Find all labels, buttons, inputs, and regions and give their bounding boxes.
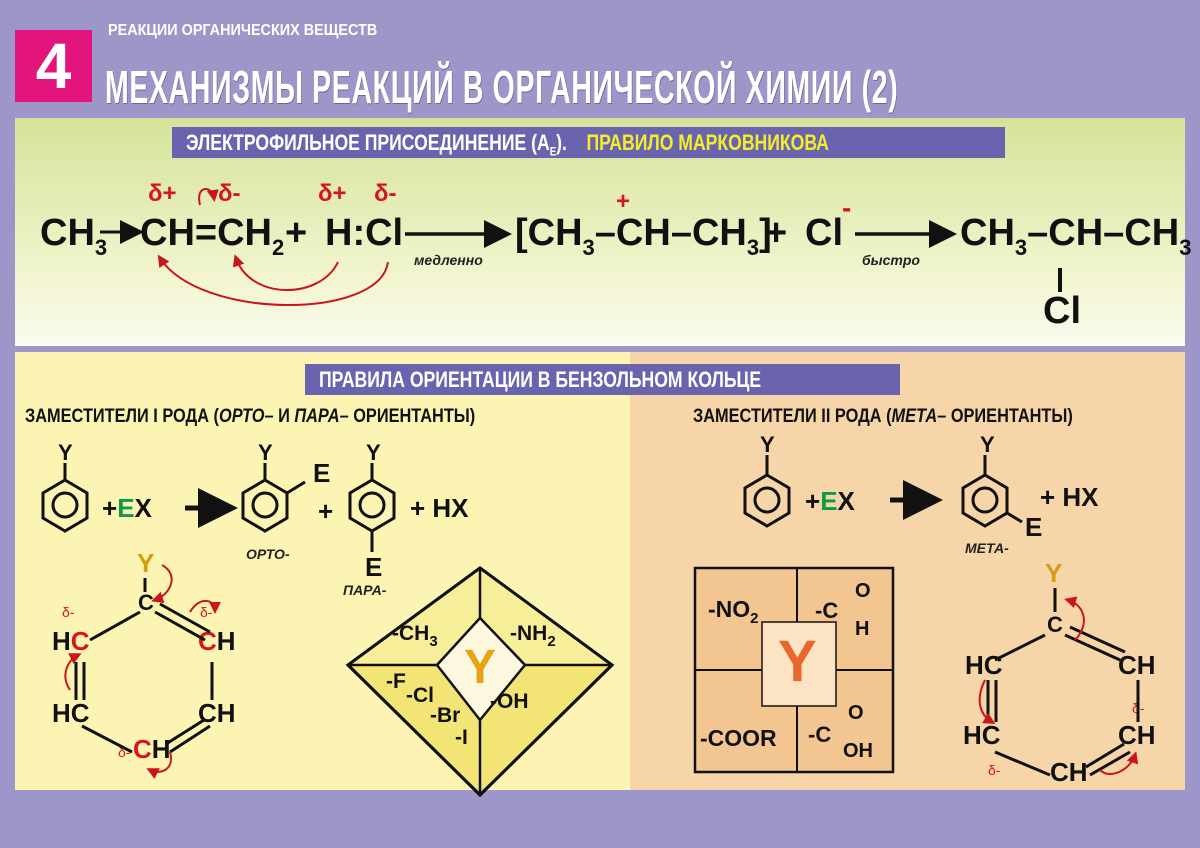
second-kind-groups-square (693, 566, 895, 774)
alkene-group: CH=CH2 (140, 212, 285, 260)
group-aldehyde-c: -C (815, 598, 839, 623)
para-electrophile: E (365, 552, 383, 582)
ring-carbon: C (1047, 612, 1063, 637)
addition-heading-end: ). (556, 130, 567, 155)
ortho-para-ring-bonds (74, 578, 214, 754)
group-chlorine: -Cl (406, 684, 434, 707)
meta-carbon-right: CH (198, 698, 236, 728)
group-aldehyde-h: H (855, 618, 870, 640)
ring-substituent-y: Y (137, 548, 155, 578)
page-title: МЕХАНИЗМЫ РЕАКЦИЙ В ОРГАНИЧЕСКОЙ ХИМИИ (… (105, 61, 899, 113)
reagent-ex: +EX (102, 493, 152, 523)
byproduct-hx: + HX (1040, 482, 1099, 512)
pi-shift-arrow (198, 188, 219, 206)
para-product-ring-icon (348, 463, 396, 552)
meta-electrophile: E (1025, 512, 1043, 542)
hydrogen-chloride: H:Cl (325, 212, 404, 254)
ortho-carbon-left: HC (52, 626, 90, 656)
orientation-heading: ПРАВИЛА ОРИЕНТАЦИИ В БЕНЗОЛЬНОМ КОЛЬЦЕ (319, 367, 762, 392)
ortho-carbon-right: CH (1118, 650, 1156, 680)
ortho-electrophile: E (313, 458, 331, 488)
group-carboxyl-c: -C (808, 722, 832, 747)
group-aldehyde-o: O (855, 580, 871, 602)
delta-minus-label: δ- (218, 180, 241, 207)
para-carbon: CH (133, 734, 171, 764)
orientation-heading-bar: ПРАВИЛА ОРИЕНТАЦИИ В БЕНЗОЛЬНОМ КОЛЬЦЕ (305, 364, 900, 395)
delta-minus-label: δ- (374, 180, 397, 207)
substituent-y: Y (366, 440, 381, 465)
group-bromine: -Br (430, 704, 461, 727)
group-amino: -NH2 (510, 622, 556, 650)
addition-heading-bar: ЭЛЕКТРОФИЛЬНОЕ ПРИСОЕДИНЕНИЕ (AE). ПРАВИ… (172, 127, 1005, 158)
anion-charge: - (842, 192, 852, 223)
substituent-y: Y (760, 432, 775, 457)
cation-charge: + (616, 188, 631, 215)
addition-heading-sub: E (549, 144, 557, 159)
group-fluorine: -F (386, 670, 406, 693)
plus-sign: + (318, 496, 334, 526)
ortho-label: ОРТО- (246, 546, 290, 562)
ring-carbon: C (138, 590, 154, 615)
first-kind-label: ЗАМЕСТИТЕЛИ I РОДА (ОРТО– И ПАРА– ОРИЕНТ… (25, 406, 476, 427)
fast-label: быстро (862, 252, 920, 268)
square-center-y: Y (778, 629, 817, 694)
substituent-y: Y (58, 440, 73, 465)
benzene-ring-icon (743, 455, 791, 528)
markovnikov-rule: ПРАВИЛО МАРКОВНИКОВА (586, 130, 829, 155)
meta-carbon-left: HC (963, 720, 1001, 750)
slow-label: медленно (414, 252, 483, 268)
group-carboxyl-oh: OH (843, 740, 873, 762)
reagent-ex: +EX (805, 486, 855, 516)
ortho-carbon-right: CH (198, 626, 236, 656)
meta-label: МЕТА- (965, 540, 1009, 556)
ring-substituent-y: Y (1045, 558, 1063, 588)
meta-product-ring-icon (961, 455, 1023, 528)
meta-carbon-left: HC (52, 698, 90, 728)
chloride-ion: Cl (805, 212, 843, 254)
second-kind-label: ЗАМЕСТИТЕЛИ II РОДА (МЕТА– ОРИЕНТАНТЫ) (693, 406, 1073, 427)
section-number-badge: 4 (15, 30, 92, 102)
delta-plus-label: δ+ (318, 180, 347, 207)
plus-sign: + (285, 212, 308, 254)
ortho-carbon-left: HC (965, 650, 1003, 680)
product-chlorine: Cl (1043, 290, 1081, 332)
first-kind-groups-diamond (345, 566, 615, 798)
electron-shift-arrow (232, 254, 339, 291)
group-hydroxyl: -OH (490, 690, 529, 713)
group-methyl: -CH3 (392, 622, 438, 650)
delta-plus-label: δ+ (148, 180, 177, 207)
diamond-center-y: Y (464, 641, 497, 694)
group-carboxyl-o: O (848, 702, 864, 724)
addition-heading: ЭЛЕКТРОФИЛЬНОЕ ПРИСОЕДИНЕНИЕ (A (186, 130, 550, 155)
substituent-y: Y (980, 432, 995, 457)
benzene-ring-icon (41, 463, 89, 533)
para-label: ПАРА- (343, 582, 387, 598)
byproduct-hx: + HX (410, 493, 469, 523)
group-nitro: -NO2 (708, 596, 759, 627)
plus-sign: + (765, 212, 788, 254)
carbocation: [CH3–CH–CH3] (515, 212, 772, 260)
substituent-y: Y (258, 440, 273, 465)
section-subtitle: РЕАКЦИИ ОРГАНИЧЕСКИХ ВЕЩЕСТВ (108, 22, 378, 39)
group-iodine: -I (455, 726, 468, 749)
delta-minus-label: δ- (988, 762, 1001, 778)
ortho-product-ring-icon (241, 463, 306, 533)
group-ester: -COOR (700, 725, 777, 751)
product: CH3–CH–CH3 (960, 212, 1192, 260)
methyl-group: CH3 (40, 212, 108, 260)
para-carbon: CH (1050, 757, 1088, 787)
delta-minus-label: δ- (62, 604, 75, 620)
electron-shift-arrow (157, 254, 389, 306)
meta-ring-bonds (986, 588, 1140, 777)
